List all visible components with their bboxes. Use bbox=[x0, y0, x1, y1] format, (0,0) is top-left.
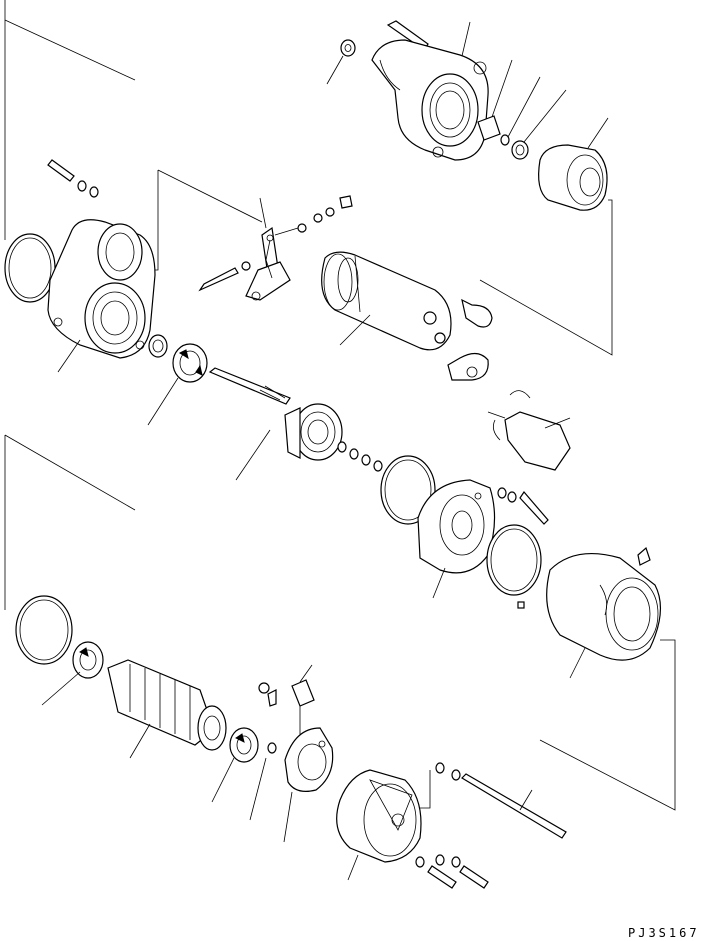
drawing-code-label: PJ3S167 bbox=[628, 926, 700, 940]
bearing-part bbox=[72, 641, 104, 679]
solenoid-assembly bbox=[321, 251, 493, 381]
relay-assembly bbox=[487, 390, 571, 471]
intermediate-housing-assembly bbox=[380, 455, 549, 599]
bushing-part bbox=[477, 115, 501, 141]
rear-cover-part bbox=[336, 769, 422, 863]
o-ring-part bbox=[4, 233, 56, 303]
o-ring-part bbox=[380, 455, 436, 525]
through-bolt-part bbox=[461, 773, 567, 839]
rear-housing-assembly bbox=[336, 762, 567, 889]
yoke-assembly bbox=[517, 546, 662, 679]
drive-housing-assembly bbox=[326, 20, 609, 211]
seal-part bbox=[148, 334, 168, 358]
armature-assembly bbox=[15, 595, 259, 803]
o-ring-part bbox=[15, 595, 73, 665]
bolt-part bbox=[47, 159, 75, 182]
clutch-part bbox=[538, 144, 608, 211]
shift-lever-assembly bbox=[198, 195, 353, 301]
brush-holder-assembly bbox=[249, 664, 334, 843]
yoke-part bbox=[546, 552, 662, 661]
front-housing-assembly bbox=[4, 159, 208, 426]
washer-part bbox=[340, 39, 356, 57]
group-boundary-lines bbox=[4, 0, 676, 811]
pinion-shaft-assembly bbox=[208, 367, 383, 481]
bearing-part bbox=[172, 343, 208, 383]
bearing-part bbox=[229, 727, 259, 763]
solenoid-part bbox=[321, 251, 452, 351]
